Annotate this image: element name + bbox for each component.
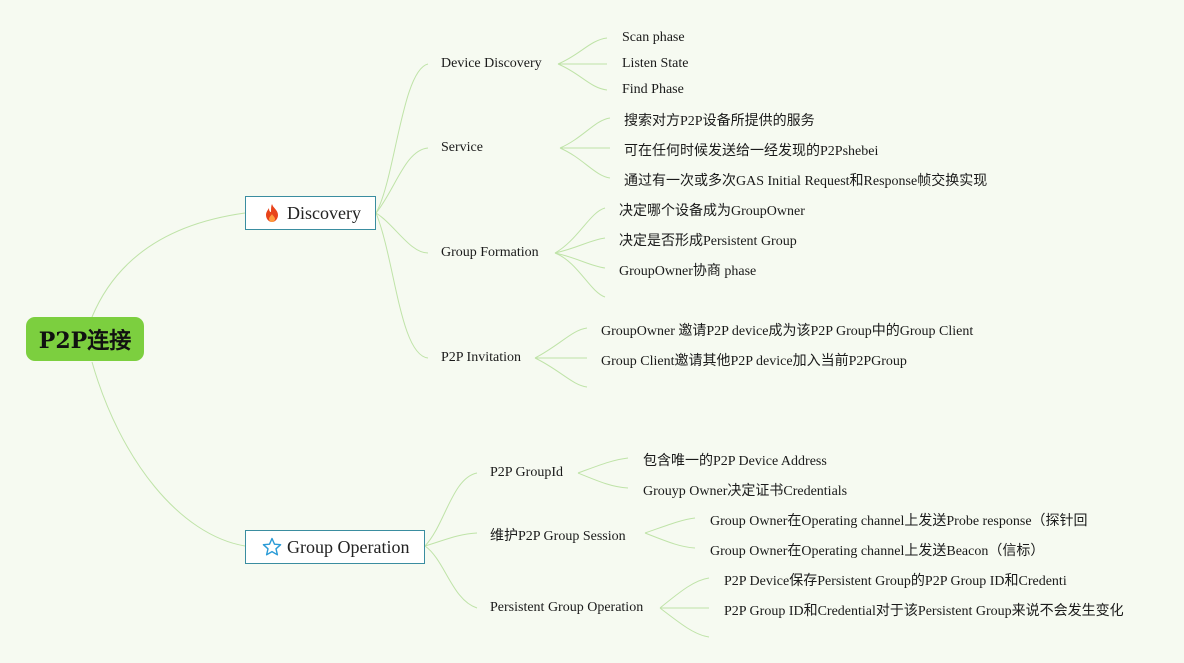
leaf-service-send[interactable]: 可在任何时候发送给一经发现的P2Pshebei [624, 144, 879, 159]
topic-group-operation[interactable]: Group Operation [245, 530, 425, 564]
leaf-client-invites[interactable]: Group Client邀请其他P2P device加入当前P2PGroup [601, 354, 907, 369]
leaf-credentials[interactable]: Grouyp Owner决定证书Credentials [643, 484, 848, 499]
leaf-groupowner-negotiation[interactable]: GroupOwner协商 phase [619, 264, 757, 279]
leaf-owner-invites[interactable]: GroupOwner 邀请P2P device成为该P2P Group中的Gro… [601, 324, 974, 339]
leaf-service-search[interactable]: 搜索对方P2P设备所提供的服务 [624, 114, 815, 129]
leaf-service-gas[interactable]: 通过有一次或多次GAS Initial Request和Response帧交换实… [624, 174, 988, 189]
leaf-decide-group-owner[interactable]: 决定哪个设备成为GroupOwner [619, 204, 805, 219]
subtopic-service[interactable]: Service [441, 140, 483, 155]
subtopic-p2p-invitation[interactable]: P2P Invitation [441, 350, 521, 365]
leaf-find-phase[interactable]: Find Phase [622, 82, 684, 97]
star-icon [262, 537, 282, 557]
leaf-device-address[interactable]: 包含唯一的P2P Device Address [643, 454, 827, 469]
subtopic-group-formation[interactable]: Group Formation [441, 245, 539, 260]
leaf-persistent-save[interactable]: P2P Device保存Persistent Group的P2P Group I… [724, 574, 1067, 589]
leaf-beacon[interactable]: Group Owner在Operating channel上发送Beacon（信… [710, 544, 1045, 559]
topic-discovery-label: Discovery [287, 202, 361, 223]
subtopic-group-session[interactable]: 维护P2P Group Session [490, 529, 626, 544]
leaf-listen-state[interactable]: Listen State [622, 56, 689, 71]
leaf-decide-persistent[interactable]: 决定是否形成Persistent Group [619, 234, 797, 249]
subtopic-persistent-group[interactable]: Persistent Group Operation [490, 600, 644, 615]
subtopic-device-discovery[interactable]: Device Discovery [441, 56, 542, 71]
fire-icon [262, 203, 282, 223]
leaf-scan-phase[interactable]: Scan phase [622, 30, 685, 45]
root-topic[interactable]: P2P连接 [26, 317, 144, 361]
topic-group-operation-label: Group Operation [287, 536, 410, 557]
subtopic-p2p-groupid[interactable]: P2P GroupId [490, 465, 563, 480]
leaf-probe-response[interactable]: Group Owner在Operating channel上发送Probe re… [710, 514, 1088, 529]
leaf-persistent-unchanged[interactable]: P2P Group ID和Credential对于该Persistent Gro… [724, 604, 1124, 619]
topic-discovery[interactable]: Discovery [245, 196, 376, 230]
